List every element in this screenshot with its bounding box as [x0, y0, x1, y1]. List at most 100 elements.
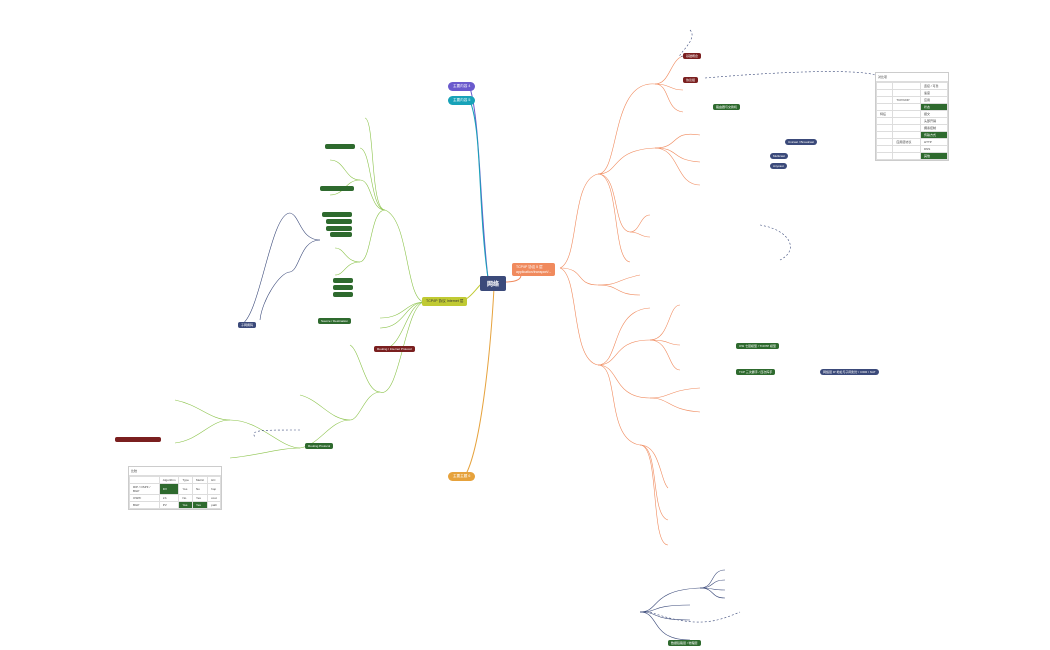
table-cell: 连接 / 可靠 [919, 82, 949, 90]
table-cell [875, 82, 894, 90]
table-cell [892, 117, 921, 125]
left-green-h [333, 292, 353, 297]
right-pill-multicast[interactable]: Multicast [770, 153, 788, 159]
table-cell: 特征 [875, 110, 894, 118]
table-row: 速度 [875, 89, 949, 97]
left-table-title: 比较 [129, 467, 221, 476]
left-red-j [115, 437, 161, 442]
topic-left-main[interactable]: TCP/IP 协议 Internet 层 [422, 297, 468, 306]
table-cell [875, 96, 894, 104]
table-cell: 头部开销 [919, 117, 949, 125]
right-green-tag-tcp[interactable]: TCP 三次握手 / 四次挥手 [736, 369, 776, 375]
table-cell: TCP/UDP [892, 96, 921, 104]
table-cell [892, 110, 921, 118]
table-row: 连接 / 可靠 [875, 82, 949, 90]
table-cell: No [191, 483, 209, 495]
table-cell [892, 103, 921, 111]
table-cell [875, 89, 894, 97]
table-cell: HTTP [919, 138, 949, 146]
table-row: 其他 [875, 152, 949, 160]
table-cell [892, 89, 921, 97]
table-header-cell: Metric [191, 476, 209, 484]
right-pill-ip-subnet[interactable]: 网络层 IP 地址与子网划分 / CIDR / NAT [820, 369, 879, 375]
topic-4[interactable]: 主要内容 4 [448, 82, 476, 91]
table-cell: BGP [129, 501, 160, 509]
table-cell [892, 145, 921, 153]
table-cell: 应用 [919, 96, 949, 104]
right-green-tag-1[interactable]: 路由器与交换机 [713, 104, 741, 110]
table-cell [875, 145, 894, 153]
table-cell: 速度 [919, 89, 949, 97]
table-cell: 报文 [919, 110, 949, 118]
table-cell: Yes [178, 501, 193, 509]
table-cell [892, 124, 921, 132]
left-green-g [333, 285, 353, 290]
table-header-cell [129, 476, 160, 484]
table-cell: DNS [919, 145, 949, 153]
table-cell: 状态 [919, 103, 949, 111]
table-row: 状态 [875, 103, 949, 111]
right-bottom-green[interactable]: 数据链路层 / 物理层 [668, 640, 701, 646]
table-cell [875, 152, 894, 160]
table-cell: No [178, 494, 193, 502]
table-cell: PV [158, 501, 180, 509]
table-cell [875, 124, 894, 132]
topic-right-main[interactable]: TCP/IP 协议 5 层 application/transport/... [512, 263, 556, 276]
table-cell [892, 152, 921, 160]
right-pill-anycast[interactable]: Anycast [770, 163, 787, 169]
table-cell: Yes [191, 501, 209, 509]
table-cell [892, 131, 921, 139]
left-green-tag-routing[interactable]: Routing Protocol [305, 443, 334, 449]
table-cell: Yes [178, 483, 193, 495]
left-red-tag[interactable]: Routing / Internet Protocol [374, 346, 415, 352]
right-dark-tag-2[interactable]: 协议组 [683, 77, 699, 83]
table-cell: 拥塞控制 [919, 124, 949, 132]
right-dark-tag-1[interactable]: 基础概念 [683, 53, 702, 59]
table-row: 头部开销 [875, 117, 949, 125]
right-table-header: 对比项 [876, 73, 948, 82]
table-cell: DV [158, 483, 180, 495]
table-cell [875, 138, 894, 146]
topic-5[interactable]: 主要内容 5 [448, 96, 476, 105]
right-pill-unicast[interactable]: Unicast / Broadcast [785, 139, 818, 145]
left-green-f [333, 278, 353, 283]
table-cell: RIP / OSPF / BGP [129, 483, 160, 495]
left-green-i [325, 144, 355, 149]
left-green-pill[interactable]: Source / Destination [318, 318, 352, 324]
table-cell [875, 117, 894, 125]
left-green-a [320, 186, 354, 191]
left-green-e [330, 232, 352, 237]
left-green-b [322, 212, 352, 217]
table-cell: path [207, 501, 221, 509]
table-header-cell: HC [207, 476, 221, 484]
right-green-tag-osi[interactable]: OSI 七层模型 / TCP/IP 模型 [736, 343, 779, 349]
topic-6[interactable]: 主要主题 6 [448, 472, 476, 481]
table-cell: 传输方式 [919, 131, 949, 139]
left-green-c [326, 219, 352, 224]
table-header-cell: Type [178, 476, 193, 484]
table-cell [892, 82, 921, 90]
left-green-d [326, 226, 352, 231]
root-node[interactable]: 网络 [480, 276, 507, 291]
table-cell [875, 131, 894, 139]
left-navy-pill[interactable]: 子网掩码 [238, 322, 257, 328]
table-row: DNS [875, 145, 949, 153]
table-row: 传输方式 [875, 131, 949, 139]
table-cell: LS [158, 494, 180, 502]
table-row: 拥塞控制 [875, 124, 949, 132]
table-row: 特征 报文 [875, 110, 949, 118]
table-cell: Yes [191, 494, 209, 502]
table-cell: hop [207, 483, 221, 495]
table-cell: 应用层协议 [892, 138, 921, 146]
